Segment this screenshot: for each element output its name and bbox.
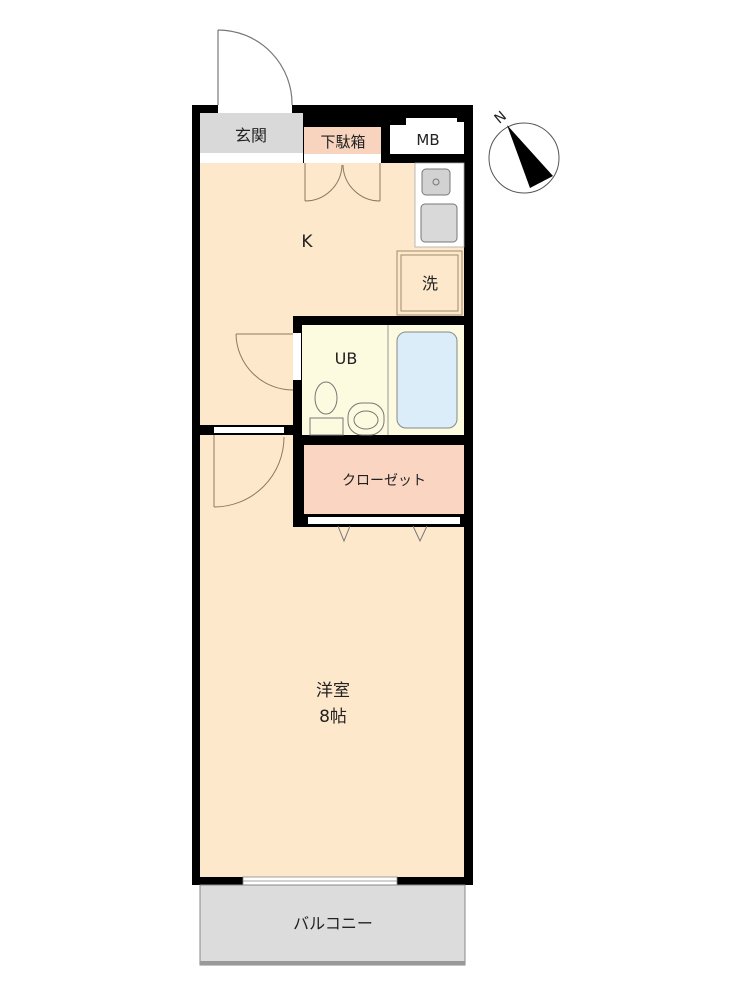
mb-box bbox=[390, 118, 464, 154]
western-room-size: 8帖 bbox=[319, 707, 347, 727]
closet-door-strip bbox=[308, 517, 460, 524]
shoe-box-label: 下駄箱 bbox=[320, 133, 365, 151]
balcony-rail bbox=[200, 961, 465, 965]
washer-space bbox=[396, 250, 463, 316]
closet-label: クローゼット bbox=[342, 473, 426, 489]
genkan-area bbox=[200, 113, 303, 153]
north-compass-icon: N bbox=[488, 108, 560, 194]
washbasin-icon bbox=[347, 402, 385, 436]
room-door-opening bbox=[214, 427, 284, 433]
bathtub-icon bbox=[396, 331, 458, 429]
north-label: N bbox=[491, 108, 509, 127]
genkan-step bbox=[200, 153, 303, 163]
unit-bath-label: UB bbox=[335, 349, 358, 368]
ub-door bbox=[235, 333, 294, 391]
entrance-door bbox=[217, 29, 293, 108]
genkan-door-opening bbox=[218, 105, 292, 113]
western-room-label: 洋室 bbox=[316, 681, 350, 701]
balcony-label: バルコニー bbox=[293, 914, 373, 933]
shoe-box-doors bbox=[304, 163, 381, 202]
stove-burner-icon bbox=[432, 178, 440, 186]
ub-door-opening bbox=[293, 333, 301, 380]
toilet-icon bbox=[309, 381, 344, 436]
washer-label: 洗 bbox=[422, 274, 438, 293]
shoe-box-door-strip bbox=[304, 154, 381, 163]
closet-area bbox=[304, 445, 464, 514]
sink-icon bbox=[420, 203, 458, 243]
washer-space-inner bbox=[400, 254, 459, 312]
stove-icon bbox=[421, 168, 451, 196]
kitchen-label: K bbox=[301, 232, 313, 252]
balcony-area bbox=[199, 884, 466, 966]
shoe-box bbox=[304, 127, 381, 154]
mb-label: MB bbox=[416, 131, 439, 149]
closet-door-marks bbox=[337, 525, 428, 543]
western-room-door bbox=[213, 435, 285, 508]
genkan-label: 玄関 bbox=[235, 126, 267, 145]
